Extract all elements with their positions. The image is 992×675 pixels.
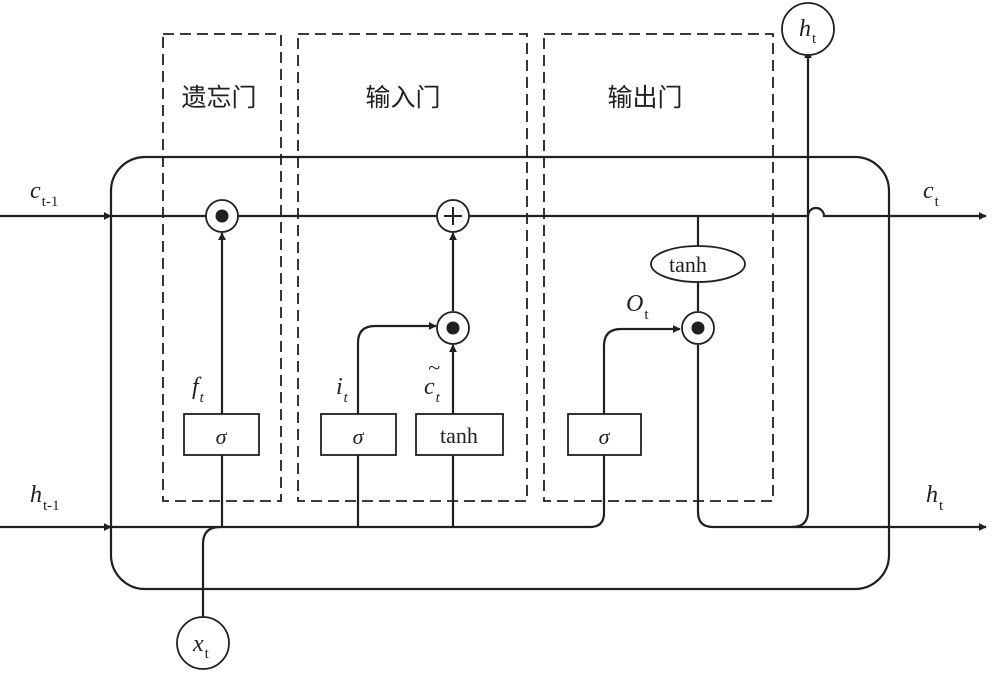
forget-sigma-box bbox=[183, 413, 260, 456]
h-next-label: ht bbox=[926, 482, 944, 514]
input-multiply-op bbox=[436, 311, 470, 345]
candidate-tanh-label: tanh bbox=[440, 423, 478, 448]
x-input-line bbox=[201, 525, 221, 617]
c-next-label: ct bbox=[923, 178, 940, 210]
output-gate-output-label: Ot bbox=[626, 291, 649, 323]
cell-tanh-ellipse bbox=[650, 245, 746, 283]
h-prev-label: ht-1 bbox=[30, 482, 60, 514]
cell-boundary bbox=[109, 155, 891, 591]
h-top-node: ht bbox=[781, 2, 835, 56]
svg-text:ht: ht bbox=[799, 16, 817, 47]
forget-sigma-label: σ bbox=[216, 424, 228, 449]
input-bus-line bbox=[111, 455, 606, 529]
output-multiply-op bbox=[681, 311, 715, 345]
input-gate-title: 输入门 bbox=[365, 83, 440, 112]
input-gate-arrow bbox=[356, 322, 437, 414]
candidate-tilde: ~ bbox=[428, 355, 440, 380]
forget-output-label: ft bbox=[192, 374, 205, 406]
input-gate-region bbox=[297, 33, 528, 502]
output-sigma-label: σ bbox=[599, 424, 611, 449]
forget-gate-title: 遗忘门 bbox=[181, 83, 256, 112]
c-prev-label: ct-1 bbox=[30, 178, 58, 210]
svg-text:xt: xt bbox=[192, 631, 210, 662]
forget-gate-region bbox=[162, 33, 282, 502]
h-top-output-line bbox=[791, 50, 812, 529]
output-gate-region bbox=[543, 33, 774, 502]
cell-tanh-label: tanh bbox=[669, 252, 707, 277]
candidate-tanh-box bbox=[415, 413, 504, 456]
output-gate-title: 输出门 bbox=[607, 83, 682, 112]
input-sigma-box bbox=[320, 413, 397, 456]
cell-state-line bbox=[111, 206, 987, 220]
candidate-output-label: ct bbox=[424, 374, 441, 406]
output-gate-arrow bbox=[602, 325, 681, 414]
x-input-node: xt bbox=[176, 616, 230, 670]
h-output-line bbox=[696, 345, 987, 531]
output-sigma-box bbox=[567, 413, 642, 456]
input-gate-output-label: it bbox=[336, 374, 349, 406]
forget-multiply-op bbox=[205, 199, 239, 233]
input-sigma-label: σ bbox=[353, 424, 365, 449]
cell-add-op bbox=[436, 199, 470, 233]
